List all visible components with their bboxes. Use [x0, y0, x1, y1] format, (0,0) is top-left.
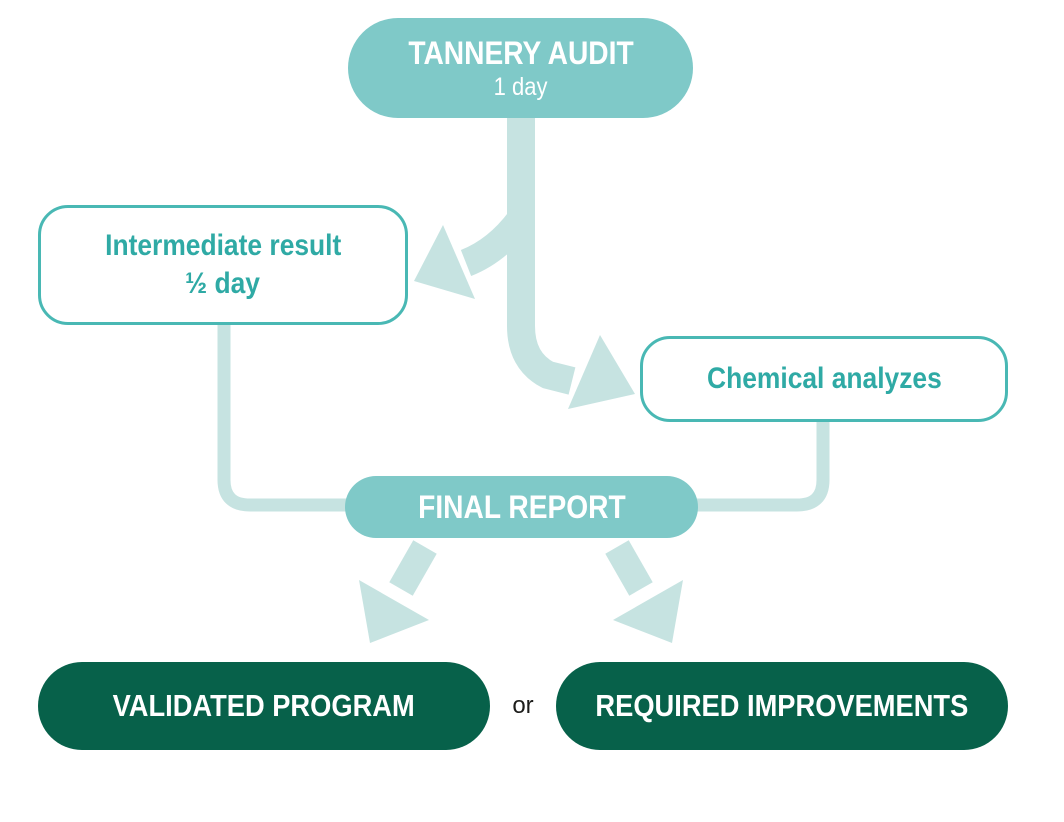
flow-band-audit-main	[507, 112, 576, 395]
connector-chemical-to-final	[660, 420, 830, 512]
node-intermediate-result: Intermediate result ½ day	[38, 205, 408, 325]
final-report-title: FINAL REPORT	[417, 488, 626, 525]
tannery-audit-title: TANNERY AUDIT	[407, 35, 634, 71]
flow-branch-to-intermediate	[460, 207, 535, 277]
intermediate-result-duration: ½ day	[185, 267, 261, 300]
node-final-report: FINAL REPORT	[345, 476, 698, 538]
node-validated-program: VALIDATED PROGRAM	[38, 662, 490, 750]
tannery-audit-duration: 1 day	[493, 73, 548, 101]
chemical-analyzes-title: Chemical analyzes	[706, 362, 942, 395]
arrowhead-to-chemical-analyzes-icon	[568, 335, 635, 409]
required-improvements-title: REQUIRED IMPROVEMENTS	[595, 688, 969, 723]
intermediate-result-title: Intermediate result	[104, 229, 342, 262]
flow-shaft-to-validated	[389, 540, 437, 596]
arrowhead-to-validated-program-icon	[359, 580, 429, 643]
node-tannery-audit: TANNERY AUDIT 1 day	[348, 18, 693, 118]
flow-shaft-to-required	[605, 540, 653, 596]
node-required-improvements: REQUIRED IMPROVEMENTS	[556, 662, 1008, 750]
connector-intermediate-to-final	[217, 324, 380, 512]
arrowhead-to-required-improvements-icon	[613, 580, 683, 643]
or-label: or	[512, 692, 534, 719]
arrowhead-to-intermediate-result-icon	[414, 225, 475, 299]
validated-program-title: VALIDATED PROGRAM	[112, 688, 416, 723]
node-chemical-analyzes: Chemical analyzes	[640, 336, 1008, 422]
